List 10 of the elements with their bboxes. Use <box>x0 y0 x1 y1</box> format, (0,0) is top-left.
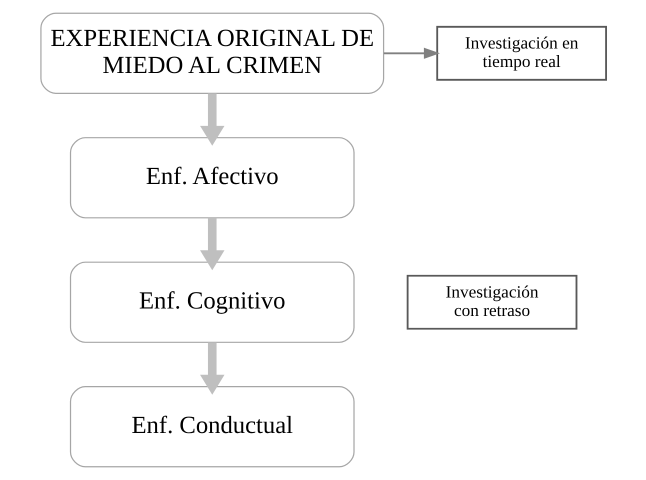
arrow <box>200 342 224 395</box>
node-box: EXPERIENCIA ORIGINAL DE MIEDO AL CRIMEN <box>40 12 384 94</box>
node-box: Investigación en tiempo real <box>436 26 606 81</box>
node-box: Enf. Afectivo <box>69 137 354 218</box>
arrow <box>383 48 440 59</box>
arrow <box>200 93 224 146</box>
node-box: Enf. Cognitivo <box>69 262 354 343</box>
arrow <box>200 218 224 270</box>
node-box: Enf. Conductual <box>69 386 354 468</box>
node-box: Investigación con retraso <box>406 274 577 330</box>
